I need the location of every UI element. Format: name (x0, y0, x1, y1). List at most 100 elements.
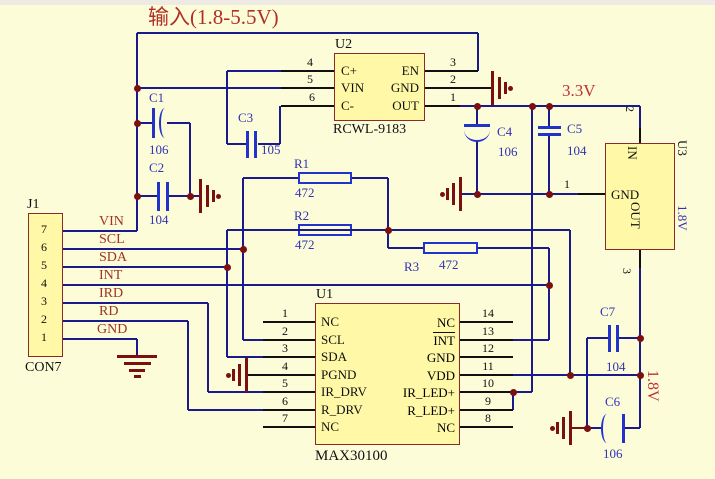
wire-segment (227, 229, 570, 231)
wire-segment (208, 391, 263, 393)
junction-dot (509, 388, 517, 396)
wire-segment (279, 106, 281, 144)
u3-pin-number: 3 (620, 268, 634, 274)
r1-ref: R1 (294, 156, 310, 171)
net-label-int: INT (99, 268, 123, 283)
u1-pin-number: 14 (482, 306, 494, 320)
wire-segment (63, 320, 188, 322)
ground-icon (244, 358, 248, 392)
wire-segment (548, 248, 550, 340)
r1-resistor[interactable] (298, 172, 352, 184)
capacitor-plate[interactable] (538, 126, 561, 129)
capacitor-plate[interactable] (246, 131, 249, 158)
wire-segment (639, 106, 641, 128)
wire-segment (137, 87, 281, 89)
u1-pin8-nc: NC (436, 420, 455, 435)
wire-segment (226, 230, 228, 267)
ground-icon (568, 411, 572, 445)
pin-stub (578, 193, 605, 195)
capacitor-curved-plate[interactable] (464, 130, 490, 142)
wire-segment (189, 123, 191, 196)
pin-stub (263, 321, 315, 323)
ground-icon-dot (225, 372, 231, 378)
j1-pin-number: 2 (41, 312, 47, 326)
u1-pin-name: VDD (370, 368, 455, 384)
wire-segment (242, 178, 244, 249)
wire-segment (478, 247, 549, 249)
earth-ground-icon (133, 375, 141, 378)
u2-part: RCWL-9183 (333, 122, 407, 137)
wire-segment (476, 140, 478, 194)
wire-segment (137, 195, 157, 197)
capacitor-plate[interactable] (464, 124, 490, 127)
net-label-vin: VIN (99, 214, 124, 229)
capacitor-plate[interactable] (157, 182, 160, 211)
wire-segment (190, 195, 200, 197)
pin-stub (460, 339, 513, 341)
u2-pin-name: C+ (341, 63, 358, 78)
pin-stub (460, 374, 513, 376)
u1-pin-name: NC (370, 420, 455, 436)
u3-body[interactable] (605, 143, 675, 250)
wire-segment (63, 338, 137, 340)
wire-segment (243, 339, 263, 341)
c4-value: 106 (498, 144, 518, 159)
u2-body[interactable] (334, 53, 425, 121)
r3-value: 472 (439, 257, 459, 272)
u3-pin-number: 1 (564, 177, 570, 191)
wire-segment (352, 177, 388, 179)
junction-dot (133, 119, 141, 127)
wire-segment (187, 321, 189, 410)
wire-segment (387, 178, 389, 230)
j1-connector-body[interactable] (28, 213, 63, 357)
u1-pin-number: 7 (282, 411, 288, 425)
wire-segment (548, 106, 550, 127)
u1-body[interactable] (315, 303, 460, 445)
junction-dot (473, 190, 481, 198)
capacitor-curved-plate[interactable] (601, 414, 613, 443)
u1-pin-number: 8 (485, 411, 491, 425)
j1-pin-number: 6 (41, 240, 47, 254)
wire-segment (227, 143, 246, 145)
wire-segment (462, 193, 578, 195)
u1-pin-name: IR_LED+ (370, 385, 455, 401)
wire-segment (167, 122, 190, 124)
u1-pin-number: 12 (482, 341, 494, 355)
junction-dot (239, 245, 247, 253)
wire-segment (63, 266, 227, 268)
capacitor-plate[interactable] (616, 325, 619, 352)
r2-value: 472 (295, 237, 315, 252)
capacitor-plate[interactable] (608, 325, 611, 352)
capacitor-plate[interactable] (166, 182, 169, 211)
wire-segment (388, 247, 423, 249)
u3-pin-out-name: OUT (628, 202, 643, 229)
net-label-sda: SDA (99, 250, 128, 265)
u1-pin-number: 10 (482, 376, 494, 390)
pin-stub (460, 391, 513, 393)
capacitor-curved-plate[interactable] (159, 108, 171, 138)
r3-ref: R3 (404, 259, 420, 274)
pin-stub (639, 250, 641, 268)
wire-segment (169, 195, 190, 197)
capacitor-plate[interactable] (622, 414, 625, 443)
capacitor-plate[interactable] (152, 108, 155, 138)
u1-pin14-nc: NC (436, 315, 455, 330)
ground-icon (231, 369, 235, 381)
wire-segment (227, 356, 263, 358)
ground-lead (570, 427, 587, 429)
capacitor-plate[interactable] (254, 131, 257, 158)
wire-segment (63, 302, 208, 304)
pin-stub (263, 409, 315, 411)
u1-pin-number: 5 (282, 376, 288, 390)
ground-icon (445, 188, 449, 200)
pin-stub (263, 391, 315, 393)
net-label-scl: SCL (99, 232, 125, 247)
r3-resistor[interactable] (423, 242, 478, 254)
u1-pin-name: NC (321, 419, 340, 434)
capacitor-plate[interactable] (538, 133, 561, 136)
wire-segment (258, 143, 280, 145)
wire-segment (226, 267, 228, 357)
junction-dot (133, 84, 141, 92)
c4-ref: C4 (497, 124, 513, 139)
